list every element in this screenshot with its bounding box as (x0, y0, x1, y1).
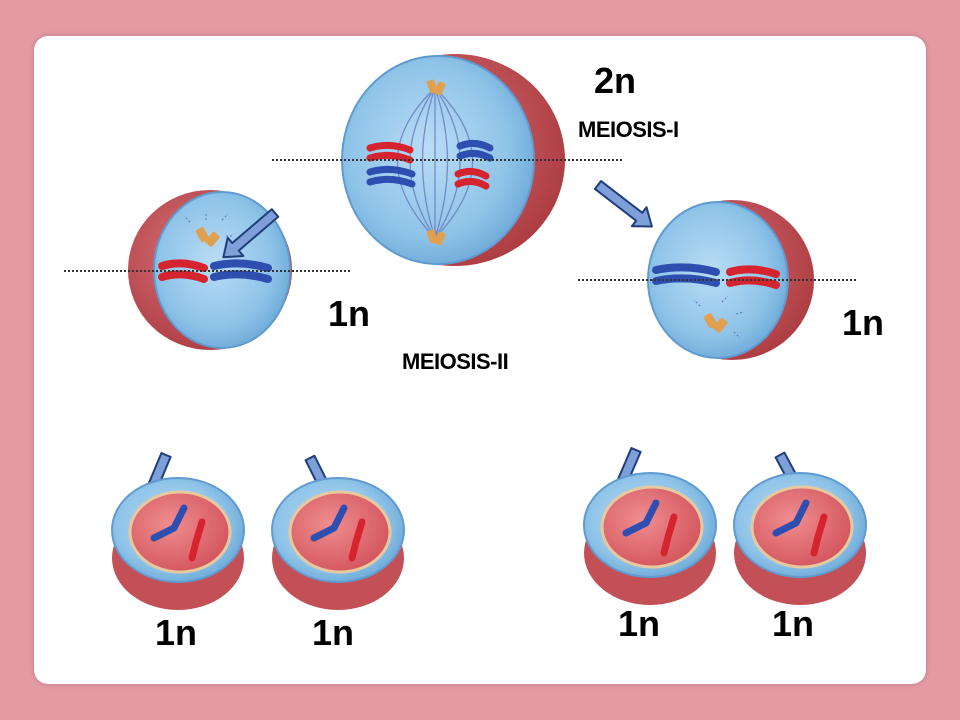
spindle-fibers (396, 87, 474, 239)
chromosome-pair-red (726, 265, 780, 289)
chromosome-pair-blue (652, 263, 720, 287)
chromosome-pair-blue (210, 259, 272, 283)
chromosome-pair-red (366, 141, 414, 164)
ploidy-label-right-daughter: 1n (842, 302, 885, 343)
centrosome-icon (426, 229, 446, 246)
gamete-cell (271, 477, 405, 610)
chromosome-pair-red (454, 167, 490, 190)
ploidy-label-left-daughter: 1n (328, 293, 371, 334)
chromosome-pair-red (158, 259, 208, 283)
centrosome-icon (693, 295, 745, 339)
chromosome-pair-blue (456, 139, 494, 162)
ploidy-label-parent: 2n (594, 60, 637, 101)
gamete-cell (583, 472, 717, 605)
centrosome-icon (426, 79, 446, 96)
arrow-icon (222, 208, 280, 259)
phase-label-meiosis-2: MEIOSIS-II (402, 349, 509, 374)
ploidy-label-gamete: 1n (155, 612, 198, 653)
chromosome-pair-blue (366, 165, 416, 188)
phase-label-meiosis-1: MEIOSIS-I (578, 117, 679, 142)
parent-cell (341, 54, 565, 266)
gamete-cell (733, 472, 867, 605)
ploidy-label-gamete: 1n (772, 603, 815, 644)
ploidy-label-gamete: 1n (618, 603, 661, 644)
centrosome-icon (183, 213, 234, 247)
gamete-cell (111, 477, 245, 610)
ploidy-label-gamete: 1n (312, 612, 355, 653)
arrow-icon (593, 180, 653, 228)
